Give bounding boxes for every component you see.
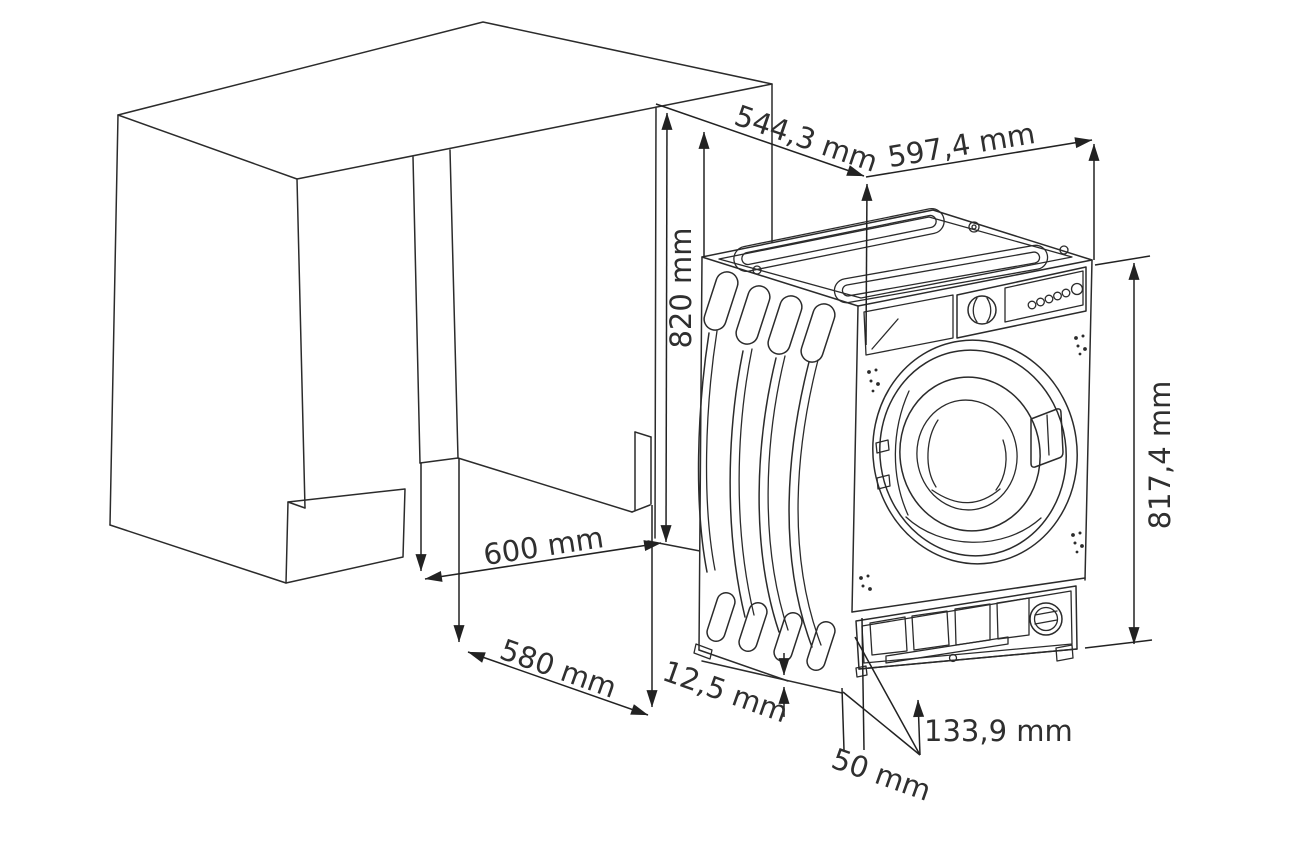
dimension-label-appliance-top-width: 597,4 mm — [885, 116, 1037, 174]
machine-side-panel — [693, 271, 843, 694]
dimension-label-appliance-height: 817,4 mm — [1143, 381, 1177, 530]
side-vent-slot — [767, 295, 803, 355]
panel-button — [1061, 288, 1071, 298]
base-vent — [911, 610, 950, 651]
panel-button — [1036, 297, 1045, 307]
program-dial — [967, 295, 997, 325]
panel-start-button — [1070, 282, 1084, 296]
panel-button — [1027, 300, 1037, 310]
base-slot — [885, 636, 1009, 664]
dimension-appliance-height: 817,4 mm — [1084, 255, 1177, 649]
dimension-service-panel-height: 133,9 mm — [842, 636, 1073, 756]
dimension-label-niche-height: 820 mm — [664, 227, 698, 348]
door-hinge — [876, 474, 891, 490]
door-glass — [916, 399, 1018, 511]
side-vent-slot — [706, 592, 736, 642]
washing-machine-drawing — [693, 208, 1093, 694]
side-vent-slot — [703, 271, 739, 331]
dimension-label-appliance-depth: 580 mm — [496, 632, 621, 704]
side-vent-slot — [806, 621, 836, 671]
side-vent-slot — [738, 602, 768, 652]
panel-button — [1053, 291, 1062, 301]
panel-button — [1044, 294, 1054, 304]
machine-door — [872, 339, 1078, 565]
dimension-label-niche-depth: 600 mm — [481, 520, 606, 572]
door-hinge — [875, 439, 890, 454]
machine-control-panel — [863, 266, 1087, 356]
dimension-label-niche-top-depth: 544,3 mm — [730, 98, 882, 179]
side-vent-slot — [735, 285, 771, 345]
machine-foot — [1055, 644, 1074, 662]
base-vent — [996, 597, 1030, 640]
dimension-niche-height: 820 mm — [660, 112, 698, 543]
drain-filter-cap — [1029, 602, 1063, 636]
door-handle — [1030, 408, 1064, 468]
dimension-appliance-depth: 580 mm — [453, 458, 658, 716]
dimension-niche-depth: 600 mm — [415, 463, 662, 582]
dimension-label-service-panel-height: 133,9 mm — [924, 714, 1073, 748]
cabinet-niche-drawing — [109, 21, 773, 584]
base-vent — [869, 616, 908, 656]
mounting-hole-marks — [859, 334, 1087, 591]
cabinet-kick-panel — [285, 488, 406, 584]
